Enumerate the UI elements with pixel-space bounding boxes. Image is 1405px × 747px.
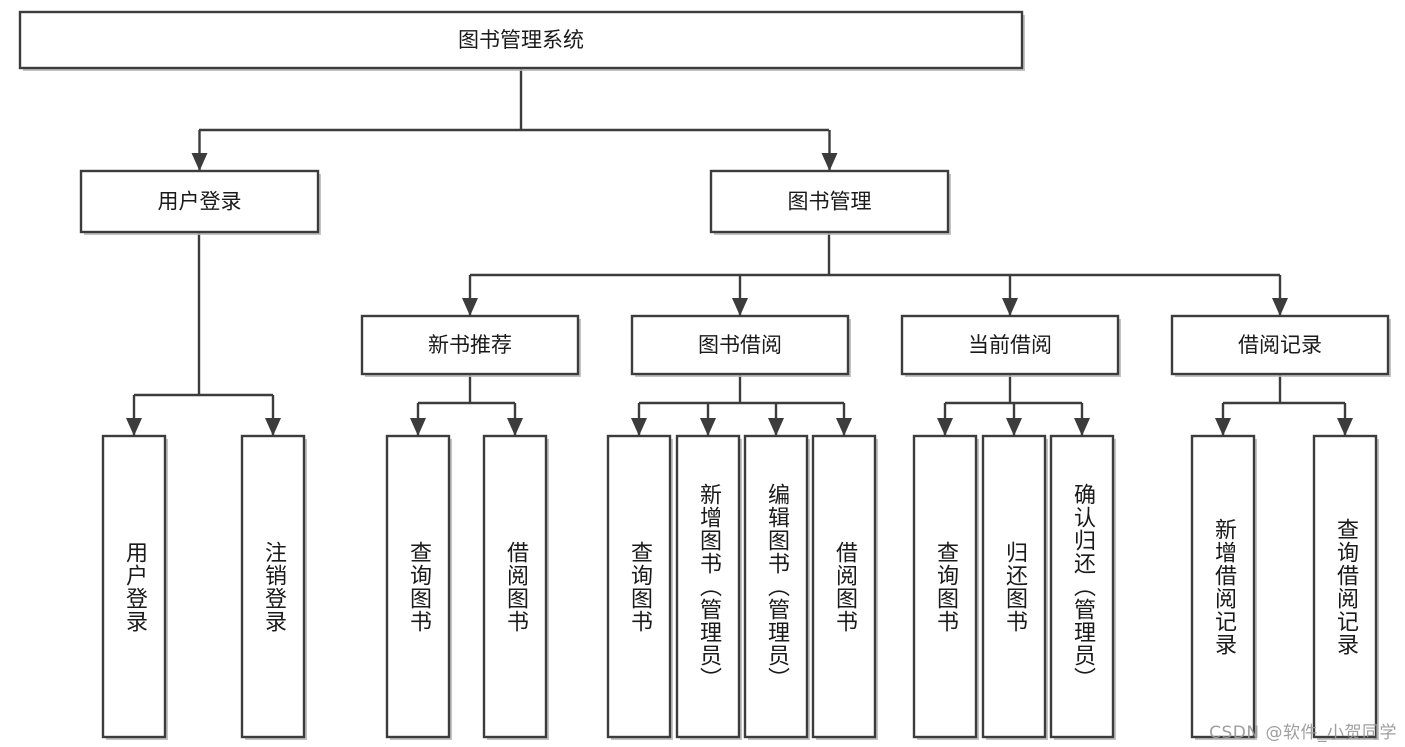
arrow-new-book-recommend-to-leaf-borrow-book-1 <box>507 418 523 436</box>
arrow-book-borrow-to-leaf-borrow-book-2 <box>836 418 852 436</box>
node-leaf-add-record[interactable] <box>1190 434 1256 739</box>
arrow-bookmanage-to-book-borrow <box>732 298 748 316</box>
node-current-borrow[interactable] <box>900 314 1120 376</box>
arrow-current-borrow-to-leaf-return-book <box>1006 418 1022 436</box>
node-label-current-borrow: 当前借阅 <box>968 333 1052 357</box>
watermark-text: CSDN @软件_小贺同学 <box>1209 723 1397 743</box>
node-label-root: 图书管理系统 <box>458 28 584 52</box>
arrow-new-book-recommend-to-leaf-query-book-1 <box>410 418 426 436</box>
node-leaf-user-logout[interactable] <box>240 434 306 739</box>
arrow-userlogin-to-leaf-user-logout <box>265 418 281 436</box>
node-book-manage[interactable] <box>709 169 950 234</box>
arrow-book-borrow-to-leaf-add-book <box>700 418 716 436</box>
node-leaf-query-book-2[interactable] <box>606 434 672 739</box>
arrow-root-to-user-login <box>191 153 208 171</box>
arrow-borrow-record-to-leaf-add-record <box>1215 418 1231 436</box>
node-label-borrow-record: 借阅记录 <box>1238 333 1322 357</box>
node-leaf-add-book[interactable] <box>675 434 741 739</box>
node-user-login[interactable] <box>79 169 320 234</box>
arrow-current-borrow-to-leaf-confirm-return <box>1074 418 1090 436</box>
arrow-userlogin-to-leaf-user-login <box>126 418 142 436</box>
arrow-borrow-record-to-leaf-query-record <box>1337 418 1353 436</box>
node-leaf-borrow-book-1[interactable] <box>482 434 548 739</box>
node-leaf-borrow-book-2[interactable] <box>811 434 877 739</box>
node-new-book-recommend[interactable] <box>360 314 580 376</box>
arrow-book-borrow-to-leaf-query-book-2 <box>631 418 647 436</box>
connectors-layer <box>126 68 1353 436</box>
node-leaf-query-record[interactable] <box>1312 434 1378 739</box>
arrow-current-borrow-to-leaf-query-book-3 <box>937 418 953 436</box>
node-leaf-query-book-3[interactable] <box>912 434 978 739</box>
node-label-book-borrow: 图书借阅 <box>698 333 782 357</box>
node-leaf-edit-book[interactable] <box>743 434 809 739</box>
arrow-bookmanage-to-borrow-record <box>1272 298 1288 316</box>
node-leaf-query-book-1[interactable] <box>385 434 451 739</box>
node-root[interactable] <box>18 10 1024 70</box>
boxes-layer <box>18 10 1391 740</box>
node-leaf-confirm-return[interactable] <box>1049 434 1115 739</box>
arrow-book-borrow-to-leaf-edit-book <box>768 418 784 436</box>
node-borrow-record[interactable] <box>1170 314 1390 376</box>
node-leaf-user-login[interactable] <box>101 434 167 739</box>
node-label-new-book-recommend: 新书推荐 <box>428 333 512 357</box>
arrow-root-to-book-manage <box>821 153 838 171</box>
arrow-bookmanage-to-new-book-recommend <box>462 298 478 316</box>
node-book-borrow[interactable] <box>630 314 850 376</box>
node-label-book-manage: 图书管理 <box>788 190 872 214</box>
arrow-bookmanage-to-current-borrow <box>1002 298 1018 316</box>
node-leaf-return-book[interactable] <box>981 434 1047 739</box>
node-label-user-login: 用户登录 <box>158 190 242 214</box>
